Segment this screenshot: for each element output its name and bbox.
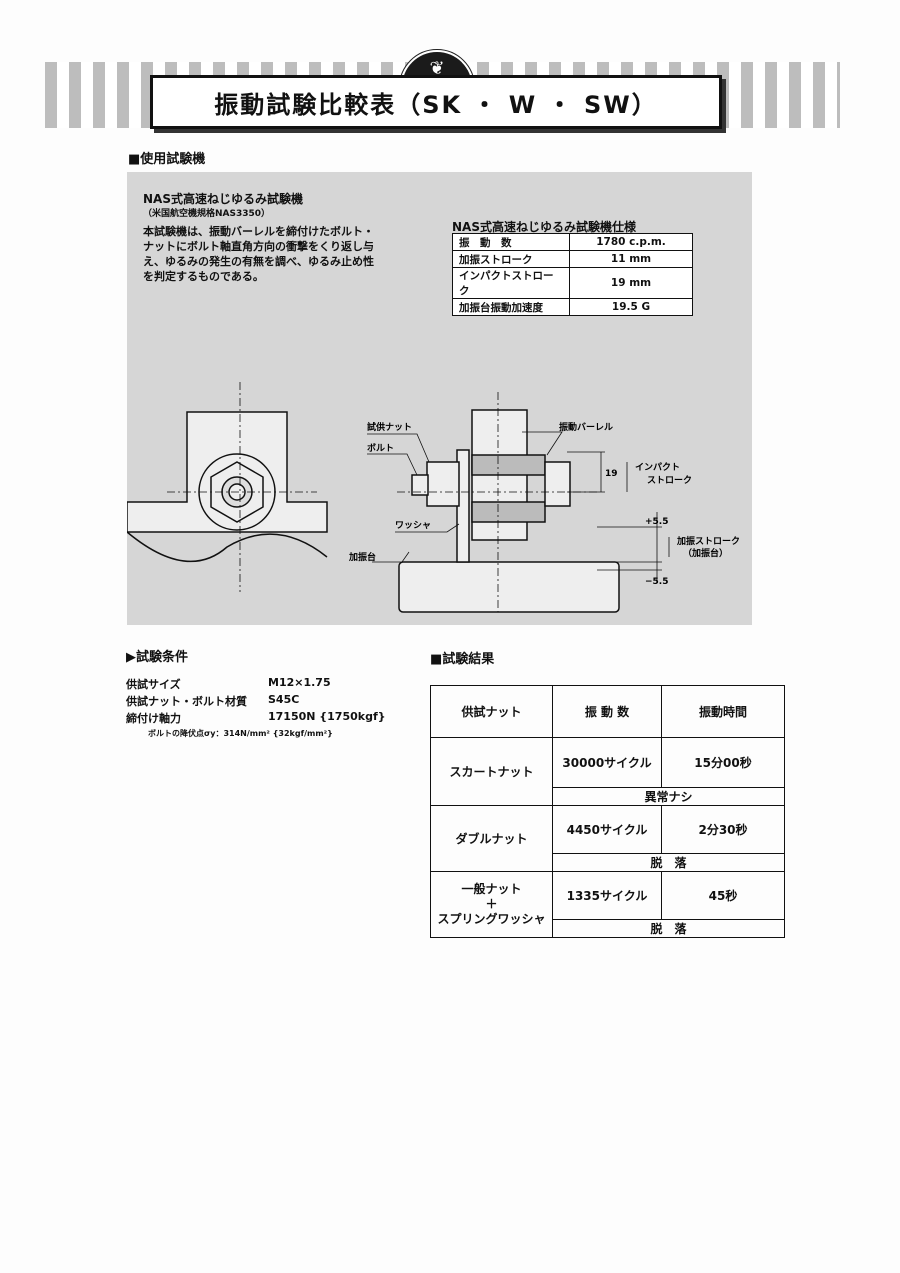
condition-label: 供試サイズ [126, 678, 181, 691]
desc-line: え、ゆるみの発生の有無を調べ、ゆるみ止め性 [143, 255, 374, 268]
table-row: 脱 落 [431, 919, 785, 938]
table-row: ダブルナット 4450サイクル 2分30秒 [430, 805, 785, 872]
result: 脱 落 [552, 919, 785, 938]
spec-value: 1780 c.p.m. [569, 233, 693, 251]
desc-line: ナットにボルト軸直角方向の衝撃をくり返し与 [143, 240, 374, 253]
column-header: 振動時間 [661, 685, 785, 738]
page-title: 振動試験比較表（SK ・ W ・ SW） [150, 75, 722, 129]
cycles: 4450サイクル [552, 805, 662, 854]
table-row: 脱 落 [431, 853, 785, 872]
condition-value: S45C [268, 693, 300, 706]
label-barrel: 振動バーレル [559, 421, 613, 433]
spec-value: 19 mm [569, 267, 693, 299]
section-machine: ■使用試験機 [128, 152, 206, 167]
condition-value: M12×1.75 [268, 676, 331, 689]
section-results: ■試験結果 [430, 652, 495, 667]
test-nut [426, 461, 460, 507]
result: 脱 落 [552, 853, 785, 872]
vibration-table [398, 561, 620, 613]
spec-label: 加振ストローク [452, 250, 570, 268]
machine-standard: （米国航空機規格NAS3350） [143, 209, 271, 219]
machine-description: 本試験機は、振動バーレルを締付けたボルト・ ナットにボルト軸直角方向の衝撃をくり… [143, 224, 374, 284]
condition-value: 17150N {1750kgf} [268, 710, 386, 723]
condition-label: 供試ナット・ボルト材質 [126, 695, 247, 708]
desc-line: を判定するものである。 [143, 270, 264, 283]
label-dim-plus: +5.5 [645, 517, 668, 527]
spec-title: NAS式高速ねじゆるみ試験機仕様 [452, 220, 636, 234]
label-dim-19: 19 [605, 469, 618, 479]
spec-label: インパクトストローク [452, 267, 570, 299]
column-header: 振 動 数 [552, 685, 662, 738]
bolt-end [411, 474, 429, 496]
label-dim-minus: −5.5 [645, 577, 668, 587]
label-washer: ワッシャ [395, 520, 431, 531]
bolt-head [544, 461, 571, 507]
duration: 45秒 [661, 871, 785, 920]
condition-note: ボルトの降伏点σy：314N/mm² {32kgf/mm²} [148, 729, 333, 738]
table-header-row: 供試ナット 振 動 数 振動時間 [430, 685, 785, 738]
label-table: 加振台 [348, 551, 376, 563]
spec-label: 加振台振動加速度 [452, 298, 570, 316]
column-header: 供試ナット [430, 685, 553, 738]
nut-name: ダブルナット [430, 805, 553, 872]
nut-name: スカートナット [430, 737, 553, 806]
condition-label: 締付け軸力 [126, 712, 181, 725]
label-vib-stroke: 加振ストローク（加振台） [676, 535, 740, 559]
table-row: スカートナット 30000サイクル 15分00秒 [430, 737, 785, 806]
cycles: 1335サイクル [552, 871, 662, 920]
results-table: 供試ナット 振 動 数 振動時間 スカートナット 30000サイクル 15分00… [430, 685, 785, 938]
label-impact-stroke: インパクトストローク [635, 461, 692, 486]
spec-value: 11 mm [569, 250, 693, 268]
result: 異常ナシ [552, 787, 785, 806]
spec-label: 振 動 数 [452, 233, 570, 251]
duration: 15分00秒 [661, 737, 785, 788]
spec-value: 19.5 G [569, 298, 693, 316]
section-conditions: ▶試験条件 [126, 650, 188, 665]
duration: 2分30秒 [661, 805, 785, 854]
cycles: 30000サイクル [552, 737, 662, 788]
nut-name: 一般ナット＋スプリングワッシャ [430, 871, 553, 938]
test-machine-diagram: 試供ナット ボルト 振動バーレル ワッシャ 加振台 19 +5.5 −5.5 イ… [127, 382, 740, 613]
desc-line: 本試験機は、振動バーレルを締付けたボルト・ [143, 225, 374, 238]
label-bolt: ボルト [367, 442, 394, 454]
machine-name: NAS式高速ねじゆるみ試験機 [143, 192, 303, 206]
table-row: 一般ナット＋スプリングワッシャ 1335サイクル 45秒 [430, 871, 785, 938]
label-test-nut: 試供ナット [367, 421, 412, 433]
